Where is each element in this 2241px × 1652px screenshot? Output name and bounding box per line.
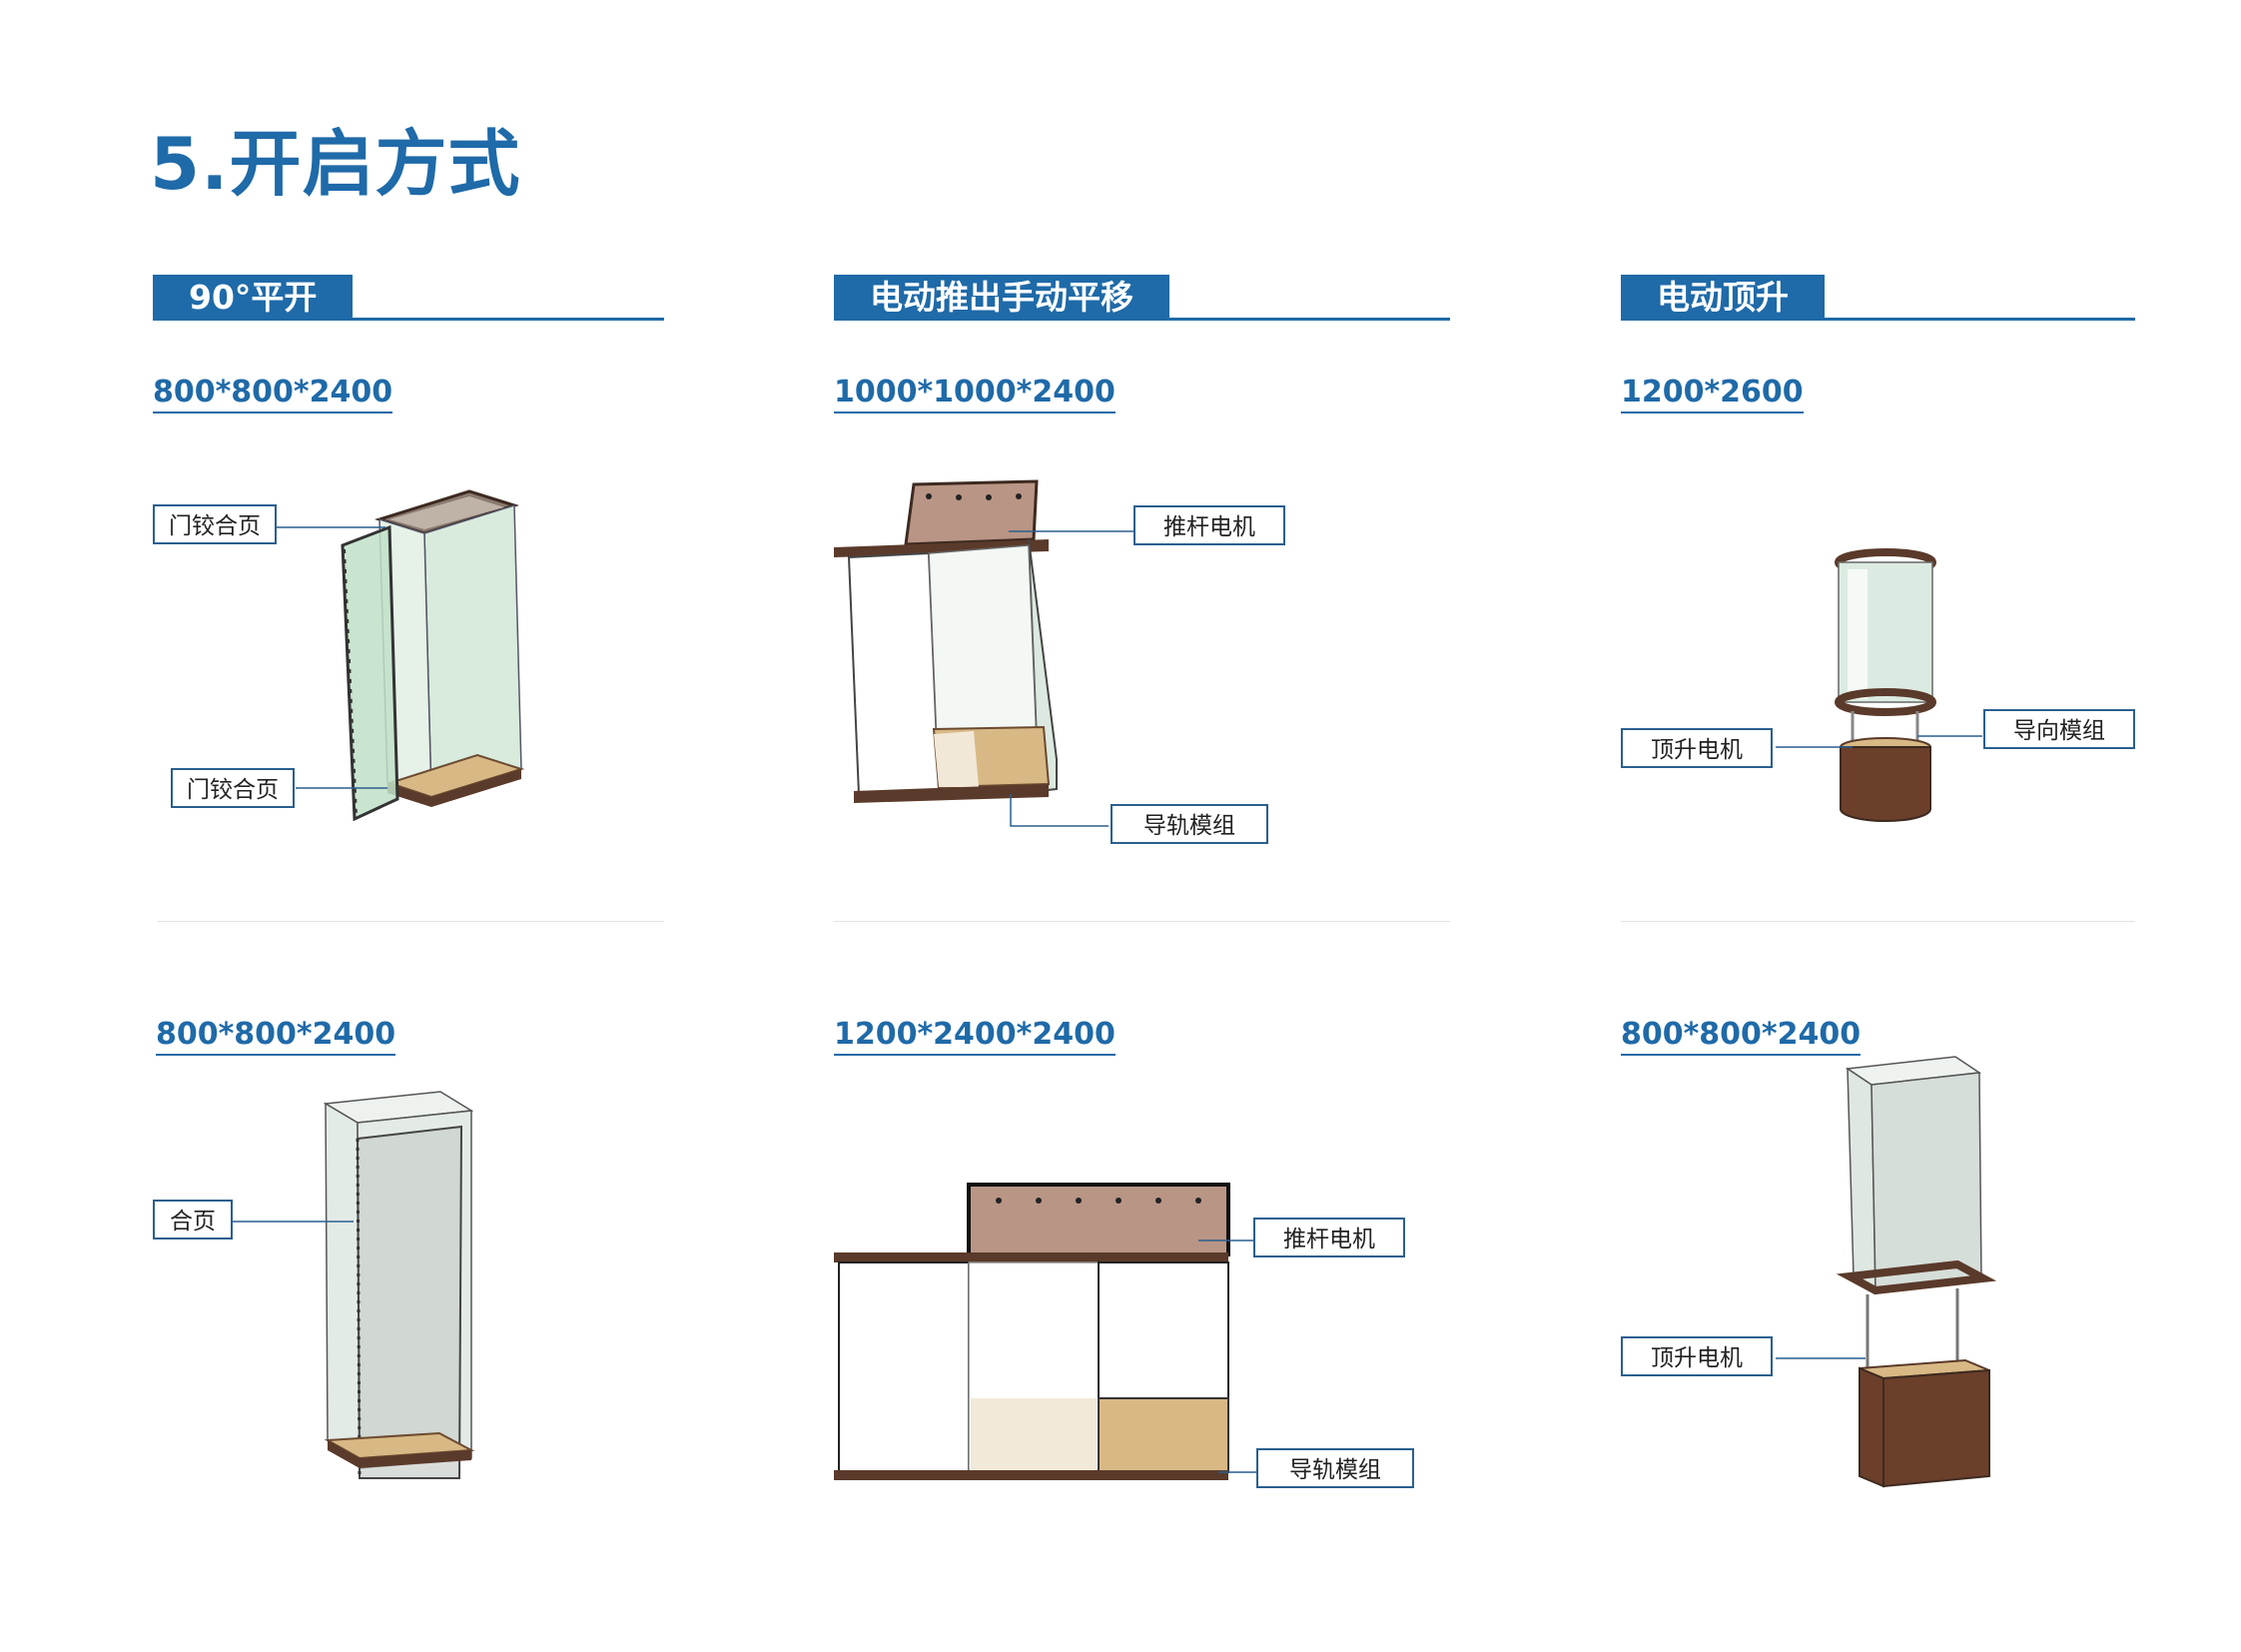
section-header-push-slide: 电动推出手动平移 — [834, 275, 1450, 321]
divider — [158, 921, 664, 922]
dimension-label: 1200*2400*2400 — [834, 1017, 1116, 1056]
callout-rail-module: 导轨模组 — [1256, 1448, 1414, 1488]
dimension-label: 800*800*2400 — [1621, 1017, 1862, 1056]
callout-hinge: 合页 — [153, 1200, 233, 1239]
section-header-swing: 90°平开 — [153, 275, 664, 321]
callout-door-hinge-bottom: 门铰合页 — [171, 768, 295, 808]
dimension-label: 1000*1000*2400 — [834, 375, 1116, 413]
callout-push-rod-motor: 推杆电机 — [1253, 1218, 1405, 1257]
divider — [834, 921, 1450, 922]
callout-lift-motor: 顶升电机 — [1621, 1336, 1773, 1376]
dimension-label: 1200*2600 — [1621, 375, 1804, 413]
section-tag: 电动推出手动平移 — [834, 275, 1169, 321]
section-underline — [834, 318, 1450, 321]
section-underline — [153, 318, 664, 321]
section-underline — [1621, 318, 2135, 321]
dimension-label: 800*800*2400 — [153, 375, 393, 413]
callout-rail-module: 导轨模组 — [1111, 804, 1268, 844]
callout-door-hinge-top: 门铰合页 — [153, 504, 277, 544]
dimension-label: 800*800*2400 — [156, 1017, 396, 1056]
page-title: 5.开启方式 — [150, 122, 521, 206]
callout-push-rod-motor: 推杆电机 — [1133, 505, 1285, 545]
section-tag: 电动顶升 — [1621, 275, 1825, 321]
section-header-lift: 电动顶升 — [1621, 275, 2135, 321]
divider — [1621, 921, 2135, 922]
callout-guide-module: 导向模组 — [1983, 709, 2135, 749]
callout-lift-motor: 顶升电机 — [1621, 728, 1773, 768]
section-tag: 90°平开 — [153, 275, 354, 321]
